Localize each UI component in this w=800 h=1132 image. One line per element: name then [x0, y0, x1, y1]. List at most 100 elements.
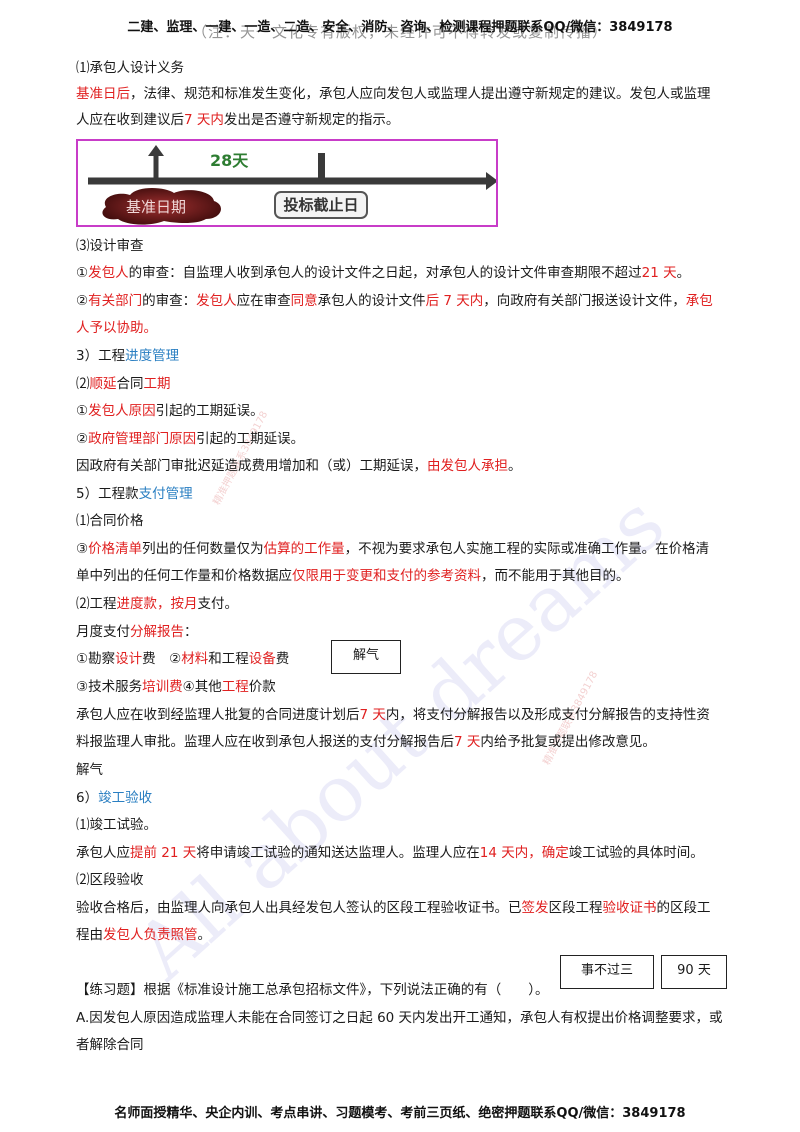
highlight: 承包 — [685, 293, 713, 309]
highlight: 分解报告 — [130, 624, 184, 640]
note-box: 事不过三 — [560, 955, 654, 989]
text: 将申请竣工试验的通知送达监理人。监理人应在 — [196, 845, 480, 861]
timeline-diagram: 28天 基准日期 投标截止日 — [76, 139, 498, 227]
highlight: 由发包人承担 — [427, 458, 508, 474]
text: 人应在收到建议后 — [76, 112, 184, 128]
text: 程由 — [76, 927, 103, 943]
paragraph: 验收合格后，由监理人向承包人出具经发包人签认的区段工程验收证书。已签发区段工程验… — [76, 898, 748, 918]
timeline-arrow-icon — [88, 145, 496, 225]
page-header: 二建、监理、一建、一造、二造、安全、消防、咨询、检测课程押题联系QQ/微信：38… — [127, 20, 673, 35]
highlight: 发包人原因 — [88, 403, 156, 419]
text: 承包人应 — [76, 845, 130, 861]
highlight: 7 天 — [454, 734, 481, 750]
highlight: 工期 — [143, 376, 171, 392]
paragraph: 基准日后，法律、规范和标准发生变化，承包人应向发包人或监理人提出遵守新规定的建议… — [76, 84, 748, 104]
list-item: ①勘察设计费 ②材料和工程设备费 — [76, 649, 748, 669]
highlight: 估算的工作量 — [263, 541, 345, 557]
text: ，向政府有关部门报送设计文件， — [483, 293, 686, 309]
text: 费 — [275, 651, 290, 667]
text: 价款 — [248, 679, 276, 695]
paragraph: 人应在收到建议后7 天内发出是否遵守新规定的指示。 — [76, 110, 748, 130]
subsection-title: ⑴合同价格 — [76, 513, 144, 529]
section-heading: 6）竣工验收 — [76, 788, 748, 808]
highlight: 21 天 — [641, 265, 677, 281]
paragraph: 月度支付分解报告： — [76, 622, 748, 642]
text: ② — [76, 431, 89, 447]
text: 费 ② — [142, 651, 182, 667]
text: 列出的任何数量仅为 — [142, 541, 264, 557]
exercise-option: A.因发包人原因造成监理人未能在合同签订之日起 60 天内发出开工通知，承包人有… — [76, 1010, 723, 1026]
highlight: 7 天 — [359, 707, 386, 723]
text: ⑵工程 — [76, 596, 117, 612]
text: ⑵ — [76, 376, 90, 392]
subsection-title: ⑵区段验收 — [76, 872, 144, 888]
text: 单中列出的任何工作量和价格数据应 — [76, 568, 292, 584]
paragraph: 承包人应在收到经监理人批复的合同进度计划后7 天内，将支付分解报告以及形成支付分… — [76, 705, 748, 725]
highlight: 支付管理 — [138, 486, 193, 502]
list-item: 人予以协助。 — [76, 318, 748, 338]
text: 引起的工期延误。 — [196, 431, 305, 447]
highlight: 验收证书 — [602, 900, 657, 916]
text: ： — [184, 624, 198, 640]
highlight: 培训费 — [142, 679, 183, 695]
text: ③ — [76, 541, 89, 557]
days-label: 28天 — [210, 151, 249, 170]
note-text: 解气 — [76, 762, 103, 778]
text: ① — [76, 265, 89, 281]
subsection-title: ⑴竣工试验。 — [76, 817, 157, 833]
highlight: 工程 — [221, 679, 249, 695]
text: 承包人的设计文件 — [317, 293, 426, 309]
text: 和工程 — [208, 651, 249, 667]
subsection-title: ⑵顺延合同工期 — [76, 374, 748, 394]
text: 。 — [508, 458, 522, 474]
highlight: 仅限用于变更和支付的参考资料 — [292, 568, 481, 584]
highlight: 设备 — [248, 651, 276, 667]
text: ，而不能用于其他目的。 — [481, 568, 630, 584]
note-box: 解气 — [331, 640, 401, 674]
highlight: 发包人 — [88, 265, 129, 281]
text: 内，将支付分解报告以及形成支付分解报告的支持性资 — [385, 707, 710, 723]
highlight: 有关部门 — [88, 293, 143, 309]
highlight: 发包人 — [196, 293, 237, 309]
text: 承包人应在收到经监理人批复的合同进度计划后 — [76, 707, 360, 723]
highlight: 价格清单 — [88, 541, 143, 557]
text: 内给予批复或提出修改意见。 — [480, 734, 656, 750]
highlight: 竣工验收 — [98, 790, 153, 806]
paragraph: 程由发包人负责照管。 — [76, 925, 748, 945]
paragraph: 料报监理人审批。监理人应在收到承包人报送的支付分解报告后7 天内给予批复或提出修… — [76, 732, 748, 752]
section-title: ⑴承包人设计义务 — [76, 60, 184, 76]
text: 区段工程 — [548, 900, 603, 916]
section-heading: 5）工程款支付管理 — [76, 484, 748, 504]
text: 支付。 — [197, 596, 239, 612]
text: 发出是否遵守新规定的指示。 — [223, 112, 400, 128]
text: 的区段工 — [656, 900, 711, 916]
page-footer: 名师面授精华、央企内训、考点串讲、习题模考、考前三页纸、绝密押题联系QQ/微信：… — [114, 1106, 686, 1121]
paragraph: ③价格清单列出的任何数量仅为估算的工作量，不视为要求承包人实施工程的实际或准确工… — [76, 539, 748, 559]
section-title: ⑶设计审查 — [76, 238, 144, 254]
text: 5）工程款 — [76, 486, 139, 502]
text: ，不视为要求承包人实施工程的实际或准确工作量。在价格清 — [344, 541, 710, 557]
base-date-label: 基准日期 — [126, 198, 187, 216]
list-item: ③技术服务培训费④其他工程价款 — [76, 677, 748, 697]
note-box: 90 天 — [661, 955, 727, 989]
paragraph: 因政府有关部门审批迟延造成费用增加和（或）工期延误，由发包人承担。 — [76, 456, 748, 476]
highlight: 政府管理部门原因 — [88, 431, 197, 447]
highlight: 发包人负责照管 — [103, 927, 198, 943]
highlight: 签发 — [521, 900, 549, 916]
text: ④其他 — [182, 679, 222, 695]
bid-deadline-label: 投标截止日 — [274, 191, 368, 219]
highlight: 人予以协助。 — [76, 320, 157, 336]
list-item: ①发包人原因引起的工期延误。 — [76, 401, 748, 421]
text: 6） — [76, 790, 99, 806]
highlight: 同意 — [290, 293, 318, 309]
highlight: 进度管理 — [125, 348, 180, 364]
subsection-title: ⑵工程进度款，按月支付。 — [76, 594, 748, 614]
text: 的审查：自监理人收到承包人的设计文件之日起，对承包人的设计文件审查期限不超过 — [128, 265, 642, 281]
exercise-question: 【练习题】根据《标准设计施工总承包招标文件》，下列说法正确的有（ ）。 — [76, 982, 549, 998]
highlight: 顺延 — [89, 376, 117, 392]
text: 验收合格后，由监理人向承包人出具经发包人签认的区段工程验收证书。已 — [76, 900, 522, 916]
text: 月度支付 — [76, 624, 130, 640]
text: 料报监理人审批。监理人应在收到承包人报送的支付分解报告后 — [76, 734, 454, 750]
highlight: 后 7 天内 — [425, 293, 484, 309]
highlight: 提前 21 天 — [130, 845, 197, 861]
